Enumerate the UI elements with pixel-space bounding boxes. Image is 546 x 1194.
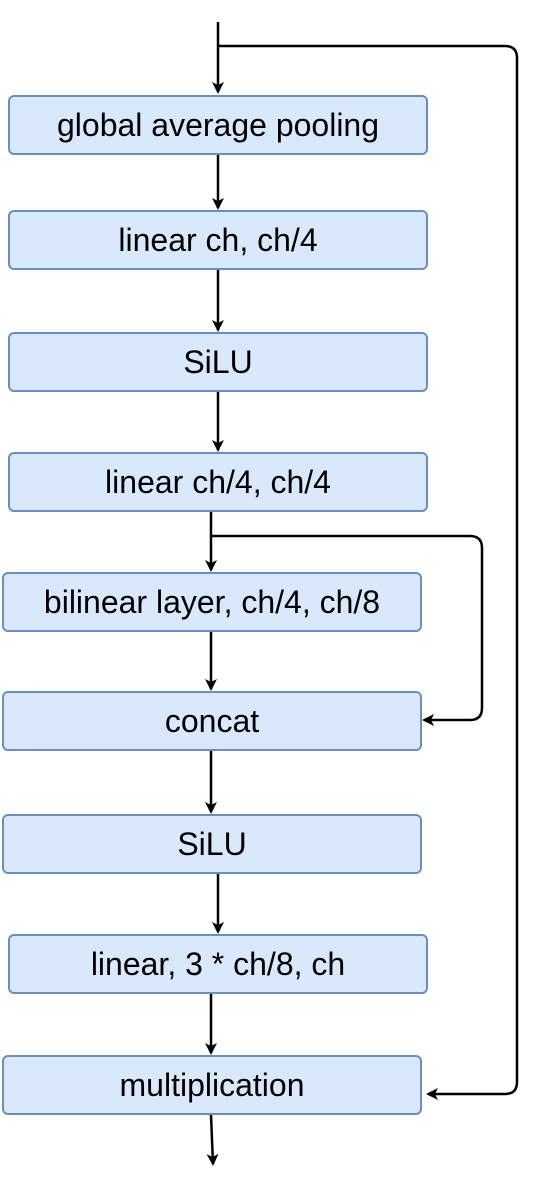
edge-linear-2-skip-to-concat [211, 534, 484, 726]
edge-multiplication-to-output [206, 1114, 219, 1166]
node-bilinear-layer: bilinear layer, ch/4, ch/8 [2, 572, 422, 632]
node-linear-3: linear, 3 * ch/8, ch [8, 934, 428, 994]
node-linear-1: linear ch, ch/4 [8, 210, 428, 270]
node-silu-1: SiLU [8, 332, 428, 392]
node-multiplication: multiplication [2, 1055, 422, 1115]
node-linear-2: linear ch/4, ch/4 [8, 452, 428, 512]
node-silu-2: SiLU [2, 814, 422, 874]
edge-input-skip-to-multiplication [218, 44, 519, 1100]
node-concat: concat [2, 691, 422, 751]
node-global-average-pooling: global average pooling [8, 95, 428, 155]
